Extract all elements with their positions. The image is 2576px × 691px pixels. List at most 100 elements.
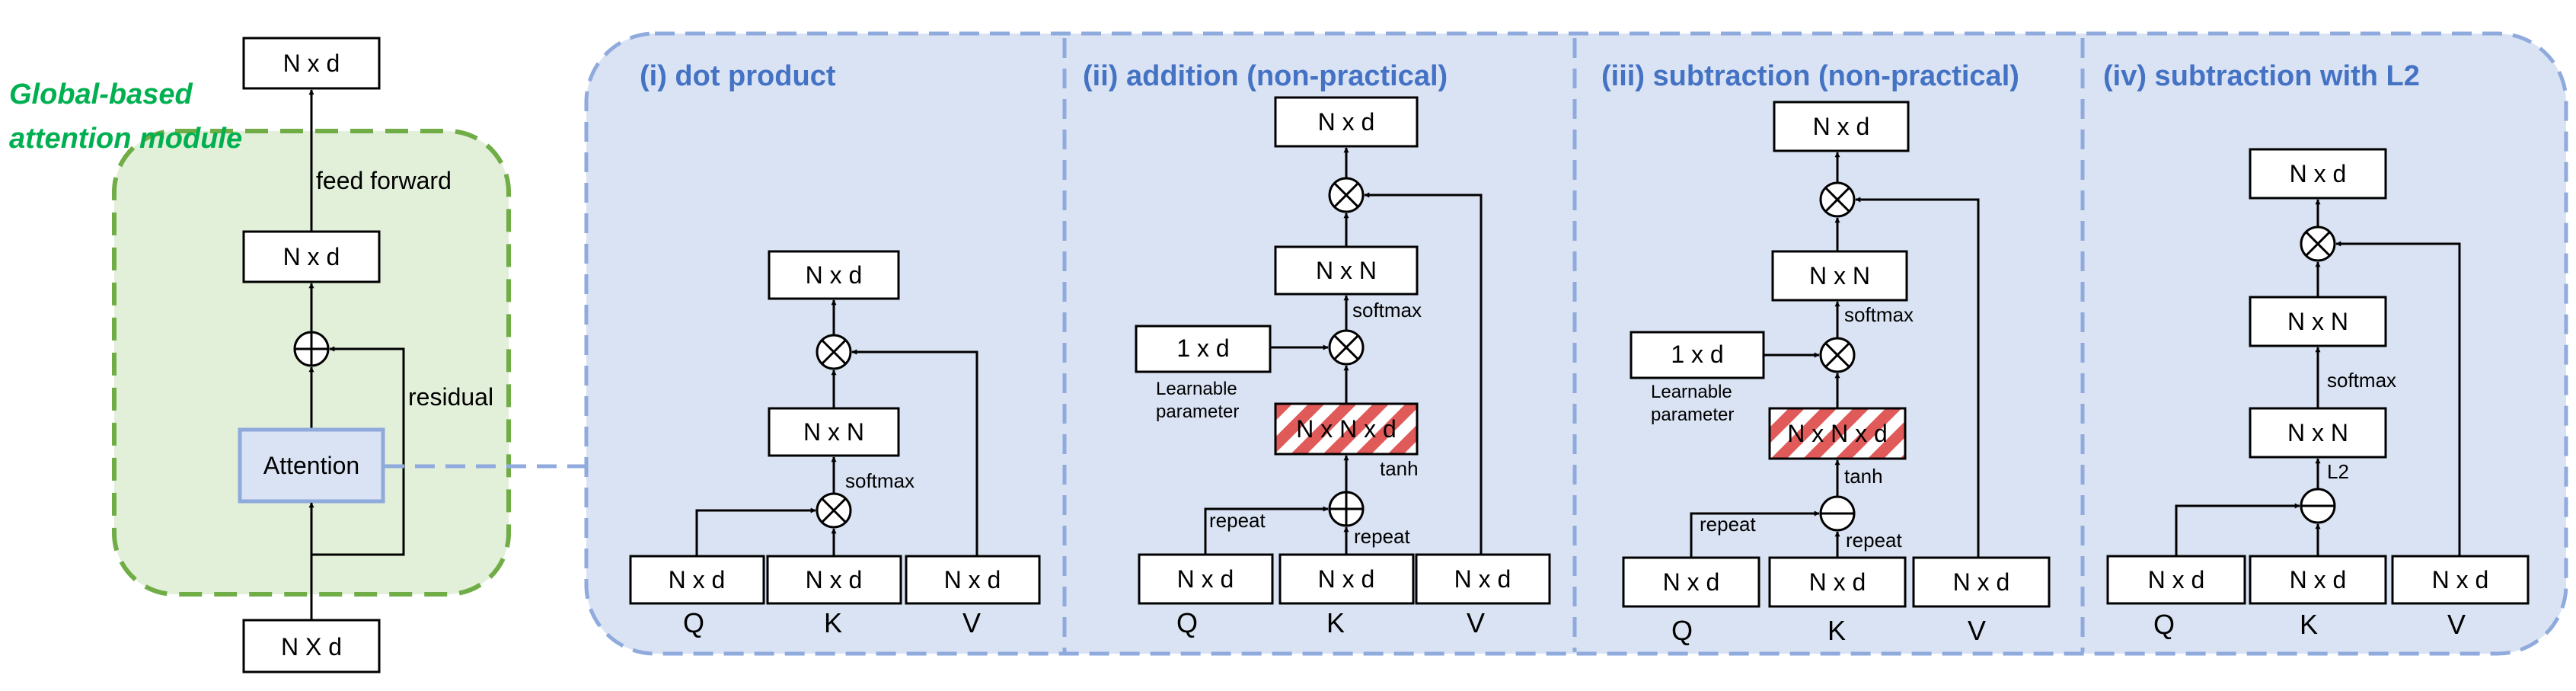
key-box	[1278, 553, 1415, 605]
key-box-label: N x d	[1318, 565, 1375, 593]
multiply-operator-icon	[1819, 181, 1856, 218]
panel-title-subtraction-l2: (iv) subtraction with L2	[2103, 60, 2420, 92]
query-box-label: N x d	[1663, 568, 1720, 596]
attention-map-box	[1771, 250, 1908, 302]
query-box-label: N x d	[1177, 565, 1234, 593]
panel-dot-product: N x d N x N softmax N x d N x d N x d Q …	[629, 250, 1041, 638]
attention-box	[238, 427, 385, 504]
pairwise-tensor-box	[1768, 407, 1907, 460]
repeat-label: repeat	[1846, 529, 1902, 552]
query-box	[2106, 555, 2246, 605]
module-title-line2: attention module	[9, 123, 242, 155]
pairwise-tensor-box-label: N x N x d	[1296, 415, 1397, 443]
output-box	[1274, 96, 1419, 148]
query-box	[1138, 553, 1274, 605]
add-operator-icon	[293, 331, 330, 367]
tanh-label: tanh	[1380, 457, 1419, 480]
repeat-label: repeat	[1354, 525, 1410, 548]
attention-box-label: Attention	[263, 452, 359, 479]
value-box-label: N x d	[1953, 568, 2010, 596]
attention-map-box-label: N x N	[1316, 257, 1377, 284]
v-label: V	[962, 607, 981, 638]
output-box	[1773, 101, 1910, 152]
value-box-label: N x d	[1454, 565, 1511, 593]
learnable-parameter-box-label: 1 x d	[1176, 334, 1229, 362]
k-label: K	[2300, 609, 2318, 640]
softmax-label: softmax	[845, 469, 915, 492]
output-box-label: N x d	[1318, 108, 1375, 136]
panel-title-addition: (ii) addition (non-practical)	[1083, 60, 1448, 92]
attention-map-box	[2249, 296, 2387, 347]
multiply-operator-icon	[1819, 337, 1856, 373]
v-label: V	[2447, 609, 2466, 640]
k-label: K	[824, 607, 842, 638]
panel-title-subtraction: (iii) subtraction (non-practical)	[1601, 60, 2019, 92]
key-box-label: N x d	[2290, 566, 2347, 593]
multiply-operator-icon	[816, 334, 852, 370]
learnable-label-line1: Learnable	[1156, 379, 1237, 399]
output-box-label: N x d	[806, 261, 863, 289]
softmax-label: softmax	[2327, 369, 2396, 392]
learnable-label-line2: parameter	[1651, 405, 1734, 425]
value-box-label: N x d	[2432, 566, 2489, 593]
attention-map-box	[768, 407, 900, 457]
query-box-label: N x d	[2148, 566, 2205, 593]
multiply-operator-icon	[816, 492, 852, 529]
subtract-operator-icon	[2300, 488, 2336, 524]
q-label: Q	[1176, 607, 1198, 638]
output-box	[2249, 148, 2387, 200]
key-box-label: N x d	[806, 566, 863, 593]
key-box-label: N x d	[1809, 568, 1866, 596]
output-box-label: N x d	[1813, 113, 1870, 140]
module-mid-box-label: N x d	[283, 243, 340, 270]
distance-map-box	[2249, 407, 2387, 459]
attention-map-box-label: N x N	[1809, 262, 1870, 290]
repeat-label: repeat	[1700, 513, 1756, 536]
softmax-label: softmax	[1352, 299, 1422, 322]
attention-map-box-label: N x N	[803, 418, 864, 446]
panel-subtraction-l2: N x d N x N softmax N x N L2 N x d N x d…	[2106, 148, 2530, 640]
attention-variants-panels: (i) dot product (ii) addition (non-pract…	[584, 31, 2568, 656]
module-input-box-label: N X d	[281, 633, 342, 661]
residual-label: residual	[408, 383, 493, 411]
query-box-label: N x d	[669, 566, 726, 593]
repeat-label: repeat	[1209, 509, 1266, 532]
key-box	[766, 555, 902, 605]
value-box	[1415, 553, 1551, 605]
feed-forward-label: feed forward	[316, 167, 452, 194]
learnable-parameter-box	[1630, 331, 1765, 379]
output-box-label: N x d	[2290, 160, 2347, 187]
value-box	[1912, 556, 2051, 608]
learnable-label-line2: parameter	[1156, 401, 1239, 422]
q-label: Q	[683, 607, 704, 638]
tanh-label: tanh	[1844, 465, 1883, 488]
add-operator-icon	[1328, 491, 1365, 527]
learnable-parameter-box-label: 1 x d	[1671, 341, 1723, 368]
module-input-box	[242, 619, 381, 673]
q-label: Q	[1671, 615, 1693, 646]
module-output-box-label: N x d	[283, 50, 340, 77]
softmax-label: softmax	[1844, 303, 1914, 326]
panel-subtraction: N x d N x N softmax 1 x d Learnable para…	[1622, 101, 2051, 646]
value-box	[905, 555, 1041, 605]
multiply-operator-icon	[1328, 329, 1365, 366]
pairwise-tensor-box-label: N x N x d	[1787, 420, 1888, 447]
panel-title-dot-product: (i) dot product	[640, 60, 836, 92]
module-title-line1: Global-based	[9, 78, 193, 110]
attention-map-box	[1274, 245, 1419, 296]
global-attention-module: Global-based attention module N x d feed…	[9, 37, 586, 673]
query-box	[1622, 556, 1760, 608]
multiply-operator-icon	[1328, 177, 1365, 213]
subtract-operator-icon	[1819, 495, 1856, 532]
value-box-label: N x d	[944, 566, 1001, 593]
module-mid-box	[242, 230, 381, 283]
k-label: K	[1827, 615, 1846, 646]
distance-map-box-label: N x N	[2287, 419, 2348, 446]
module-output-box	[242, 37, 381, 90]
attention-map-box-label: N x N	[2287, 308, 2348, 335]
v-label: V	[1467, 607, 1485, 638]
output-box	[768, 250, 900, 300]
l2-label: L2	[2327, 460, 2349, 483]
learnable-label-line1: Learnable	[1651, 382, 1732, 402]
